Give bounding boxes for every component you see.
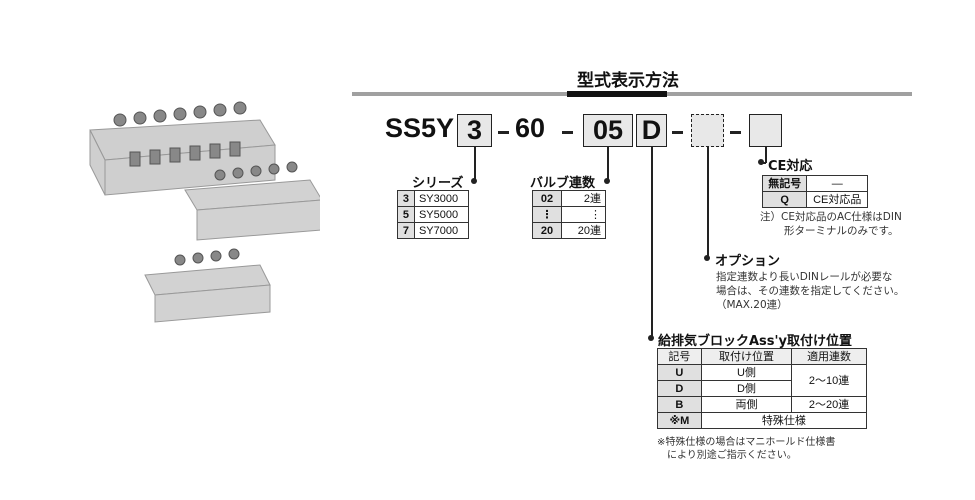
exhaust-code: D (657, 380, 702, 397)
ce-code: Q (761, 191, 808, 208)
position-connector (651, 147, 653, 339)
separator-dash (730, 131, 741, 134)
exhaust-code: U (657, 364, 702, 381)
series-code: 3 (397, 190, 415, 207)
series-name: SY5000 (413, 206, 470, 223)
ce-value: — (806, 175, 868, 192)
exhaust-stations: 2〜10連 (791, 364, 867, 397)
ce-connector (765, 147, 767, 163)
option-desc-line2: 場合は、その連数を指定してください。 (716, 285, 905, 297)
option-label: オプション (715, 254, 781, 269)
model-prefix: SS5Y (385, 113, 455, 143)
series-code: 5 (397, 206, 415, 223)
stations-value: 2連 (560, 190, 607, 207)
separator-dash (498, 131, 509, 134)
separator-dash (562, 131, 573, 134)
header-position: 取付け位置 (700, 348, 793, 365)
manifold-image-small (144, 264, 271, 323)
exhaust-stations: 2〜20連 (791, 396, 867, 413)
ce-code: 無記号 (761, 175, 808, 192)
exhaust-note-line1: ※特殊仕様の場合はマニホールド仕様書 (657, 437, 836, 448)
exhaust-position: 特殊仕様 (700, 412, 868, 429)
stations-value: 20連 (560, 222, 607, 239)
position-dot (648, 335, 654, 341)
exhaust-code: B (657, 396, 702, 413)
exhaust-code: ※M (657, 412, 702, 429)
series-connector (474, 147, 476, 181)
stations-value: ⋮ (560, 206, 607, 223)
page-title: 型式表示方法 (577, 71, 679, 91)
manifold-image-large (89, 119, 276, 196)
option-desc-line1: 指定連数より長いDINレールが必要な (716, 271, 893, 283)
stations-code-box: 05 (583, 114, 633, 147)
series-label: シリーズ (412, 176, 464, 191)
option-connector (707, 147, 709, 259)
series-name: SY7000 (413, 222, 470, 239)
ce-code-box (749, 114, 782, 147)
header-code: 記号 (657, 348, 702, 365)
stations-connector (607, 147, 609, 181)
title-rule-accent (567, 91, 667, 97)
separator-dash (672, 131, 683, 134)
option-desc-line3: （MAX.20連） (716, 299, 788, 311)
ce-note-line1: 注）CE対応品のAC仕様はDIN (760, 211, 902, 223)
position-code-box: D (636, 114, 667, 147)
valve-stations-label: バルブ連数 (530, 176, 596, 191)
option-code-box (691, 114, 724, 147)
ce-note-line2: 形ターミナルのみです。 (784, 225, 899, 237)
header-stations: 適用連数 (791, 348, 867, 365)
exhaust-note-line2: により別途ご指示ください。 (667, 450, 797, 461)
series-code: 7 (397, 222, 415, 239)
ce-label: CE対応 (768, 159, 813, 174)
ce-value: CE対応品 (806, 191, 868, 208)
option-dot (704, 255, 710, 261)
stations-dot (604, 178, 610, 184)
manifold-product-images (89, 101, 320, 323)
stations-code: ⋮ (532, 206, 562, 223)
manifold-image-medium (184, 179, 320, 241)
stations-code: 02 (532, 190, 562, 207)
mount-code: 60 (515, 113, 546, 143)
series-dot (471, 178, 477, 184)
exhaust-position: D側 (700, 380, 793, 397)
exhaust-position: U側 (700, 364, 793, 381)
ce-dot (758, 159, 764, 165)
exhaust-block-label: 給排気ブロックAss'y取付け位置 (658, 334, 852, 349)
stations-code: 20 (532, 222, 562, 239)
exhaust-position: 両側 (700, 396, 793, 413)
series-code-box: 3 (457, 114, 492, 147)
series-name: SY3000 (413, 190, 470, 207)
